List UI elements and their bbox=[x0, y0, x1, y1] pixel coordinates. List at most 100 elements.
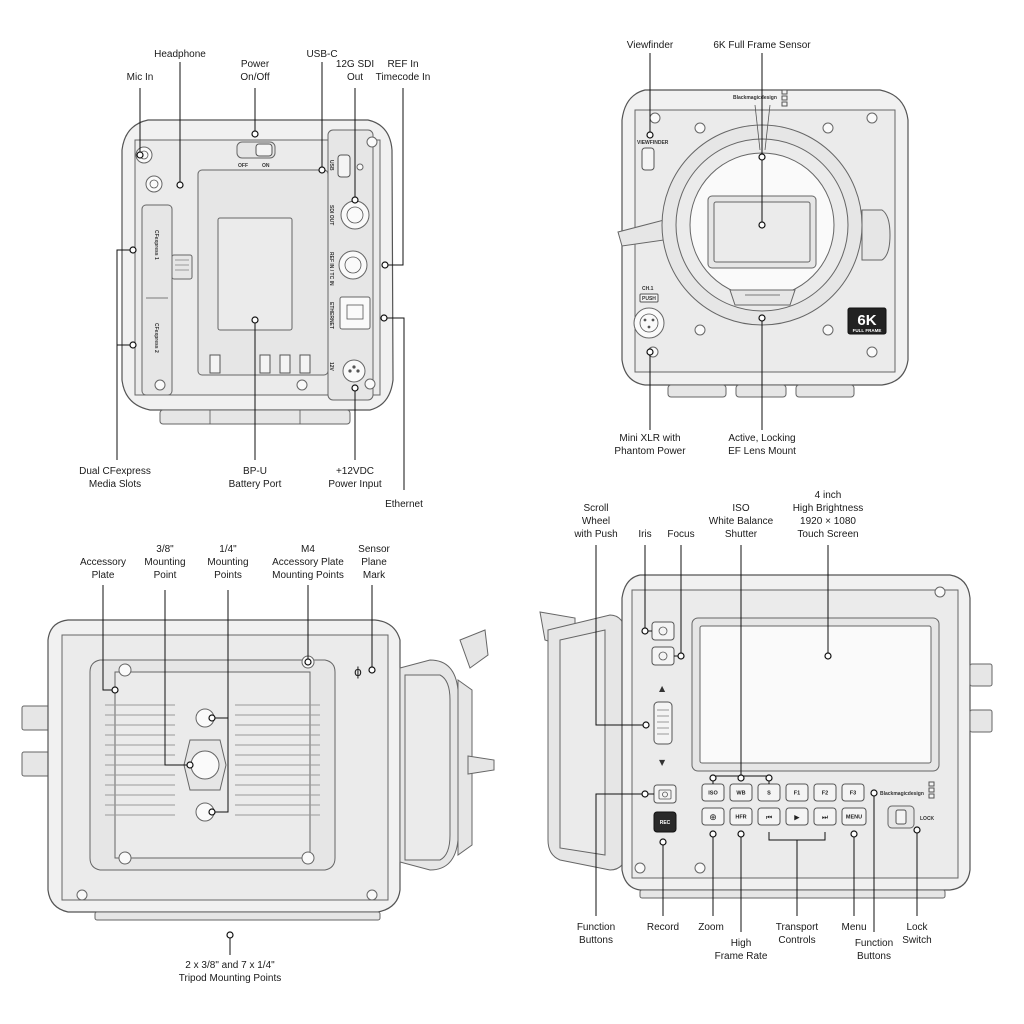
control-view: ▲ ▼ REC ISO WB S F1 F2 F3 bbox=[539, 490, 993, 962]
play-button-text: ▶ bbox=[794, 814, 800, 822]
iso-button-text: ISO bbox=[708, 791, 718, 797]
side-brand-text: Blackmagicdesign bbox=[880, 791, 924, 797]
sdi-out-text: SDI OUT bbox=[328, 205, 334, 225]
label-iso-1: ISO bbox=[732, 503, 749, 514]
label-battery-2: Battery Port bbox=[229, 479, 282, 490]
label-sensor-mark-2: Plane bbox=[361, 557, 387, 568]
label-scroll-3: with Push bbox=[573, 529, 617, 540]
label-scroll-1: Scroll bbox=[583, 503, 608, 514]
zoom-button-text: ⊕ bbox=[709, 813, 717, 823]
scroll-up-text: ▲ bbox=[659, 684, 666, 693]
on-text: ON bbox=[262, 163, 270, 169]
prev-button-text: ⏮ bbox=[766, 814, 772, 822]
menu-button-text: MENU bbox=[846, 815, 862, 821]
scroll-down-text: ▼ bbox=[659, 758, 666, 767]
label-iso-3: Shutter bbox=[725, 529, 758, 540]
f3-button-text: F3 bbox=[850, 791, 856, 797]
slot2-text: CFexpress 2 bbox=[153, 323, 159, 353]
label-screen-1: 4 inch bbox=[815, 490, 842, 501]
front-view: VIEWFINDER Blackmagicdesign CH.1 PUSH 6K… bbox=[614, 40, 909, 457]
label-sdi-1: 12G SDI bbox=[336, 59, 374, 70]
label-hfr-2: Frame Rate bbox=[715, 951, 768, 962]
label-hfr-1: High bbox=[731, 938, 752, 949]
label-lock-2: Switch bbox=[902, 935, 931, 946]
label-ref-2: Timecode In bbox=[376, 72, 431, 83]
dc-text: 12V bbox=[328, 362, 334, 372]
label-tripod-1: 2 x 3/8" and 7 x 1/4" bbox=[185, 960, 275, 971]
label-ref-1: REF In bbox=[387, 59, 418, 70]
label-tripod-2: Tripod Mounting Points bbox=[179, 973, 281, 984]
label-transport-2: Controls bbox=[778, 935, 815, 946]
label-function-2: Buttons bbox=[579, 935, 613, 946]
badge-6k-text: 6K bbox=[857, 312, 876, 329]
label-mount-2: EF Lens Mount bbox=[728, 446, 796, 457]
front-brand-text: Blackmagicdesign bbox=[733, 95, 777, 101]
hfr-button-text: HFR bbox=[735, 815, 746, 821]
next-button-text: ⏭ bbox=[822, 814, 829, 822]
label-power-2: On/Off bbox=[240, 72, 269, 83]
label-transport-1: Transport bbox=[776, 922, 819, 933]
off-text: OFF bbox=[238, 163, 248, 169]
rear-view: OFF ON CFexpress 1 CFexpress 2 USB SDI O… bbox=[79, 49, 430, 510]
label-usbc: USB-C bbox=[306, 49, 337, 60]
top-view: ϕ Accessory Plate 3/8" Mounting Point 1/… bbox=[21, 544, 495, 984]
label-menu: Menu bbox=[841, 922, 866, 933]
label-media-2: Media Slots bbox=[89, 479, 141, 490]
label-mount38-1: 3/8" bbox=[156, 544, 174, 555]
button-row-1: ISO WB S F1 F2 F3 bbox=[701, 783, 865, 802]
ref-in-text: REF IN / TC IN bbox=[328, 252, 334, 286]
s-button-text: S bbox=[767, 791, 771, 797]
label-sdi-2: Out bbox=[347, 72, 363, 83]
lock-text: LOCK bbox=[920, 816, 935, 822]
rec-text: REC bbox=[660, 820, 671, 826]
label-screen-2: High Brightness bbox=[793, 503, 864, 514]
label-mount-1: Active, Locking bbox=[728, 433, 795, 444]
label-function2-2: Buttons bbox=[857, 951, 891, 962]
label-function2-1: Function bbox=[855, 938, 893, 949]
label-headphone: Headphone bbox=[154, 49, 206, 60]
label-viewfinder: Viewfinder bbox=[627, 40, 674, 51]
label-mount14-3: Points bbox=[214, 570, 242, 581]
label-m4-3: Mounting Points bbox=[272, 570, 344, 581]
label-ethernet: Ethernet bbox=[385, 499, 423, 510]
label-iris: Iris bbox=[638, 529, 651, 540]
label-m4-2: Accessory Plate bbox=[272, 557, 344, 568]
label-dc-2: Power Input bbox=[328, 479, 382, 490]
badge-fullframe-text: FULL FRAME bbox=[853, 328, 882, 333]
phi-text: ϕ bbox=[354, 665, 362, 679]
label-mount14-2: Mounting bbox=[207, 557, 248, 568]
label-mount38-2: Mounting bbox=[144, 557, 185, 568]
label-accessory-1: Accessory bbox=[80, 557, 126, 568]
f2-button-text: F2 bbox=[822, 791, 828, 797]
label-xlr-2: Phantom Power bbox=[614, 446, 686, 457]
label-m4-1: M4 bbox=[301, 544, 315, 555]
vent-lines bbox=[105, 704, 320, 816]
ch1-text: CH.1 bbox=[642, 286, 654, 292]
label-function-1: Function bbox=[577, 922, 615, 933]
usb-text: USB bbox=[328, 160, 334, 171]
label-mount38-3: Point bbox=[154, 570, 177, 581]
label-focus: Focus bbox=[667, 529, 694, 540]
label-iso-2: White Balance bbox=[709, 516, 774, 527]
label-battery-1: BP-U bbox=[243, 466, 267, 477]
label-mic-in: Mic In bbox=[127, 72, 154, 83]
label-record: Record bbox=[647, 922, 679, 933]
label-dc-1: +12VDC bbox=[336, 466, 374, 477]
label-zoom: Zoom bbox=[698, 922, 724, 933]
label-xlr-1: Mini XLR with bbox=[619, 433, 680, 444]
label-power-1: Power bbox=[241, 59, 270, 70]
viewfinder-text: VIEWFINDER bbox=[637, 140, 669, 146]
label-scroll-2: Wheel bbox=[582, 516, 610, 527]
label-sensor-mark-1: Sensor bbox=[358, 544, 390, 555]
label-accessory-2: Plate bbox=[92, 570, 115, 581]
label-sensor-mark-3: Mark bbox=[363, 570, 386, 581]
label-screen-3: 1920 × 1080 bbox=[800, 516, 856, 527]
label-media-1: Dual CFexpress bbox=[79, 466, 151, 477]
ethernet-text: ETHERNET bbox=[328, 302, 334, 329]
label-mount14-1: 1/4" bbox=[219, 544, 237, 555]
push-text: PUSH bbox=[642, 296, 656, 302]
label-screen-4: Touch Screen bbox=[797, 529, 858, 540]
button-row-2: ⊕ HFR ⏮ ▶ ⏭ MENU bbox=[701, 807, 867, 826]
label-lock-1: Lock bbox=[906, 922, 928, 933]
